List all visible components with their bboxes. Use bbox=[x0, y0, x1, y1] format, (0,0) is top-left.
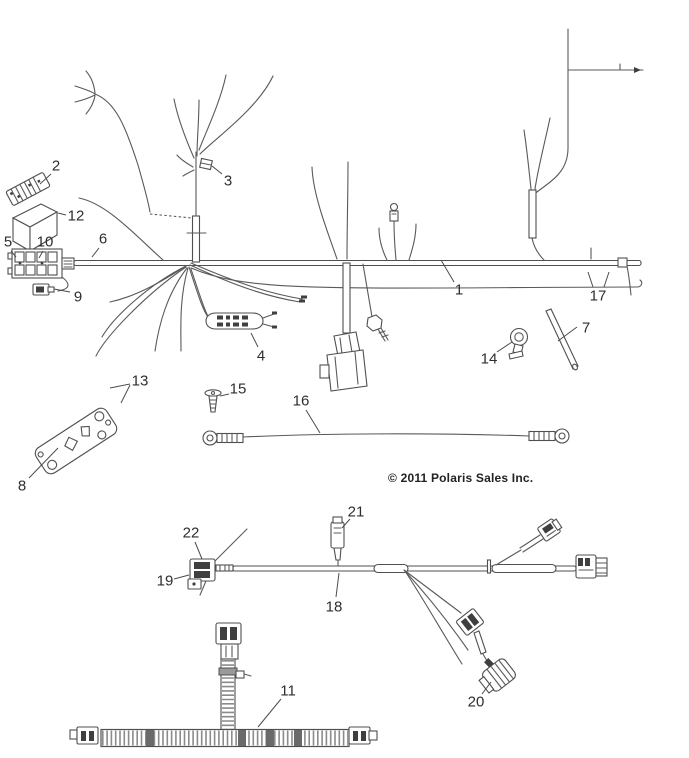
callout-leaders bbox=[10, 165, 610, 728]
branch-connectors-right bbox=[523, 16, 656, 305]
callout-leader-10 bbox=[38, 250, 44, 259]
mounting-bracket bbox=[34, 407, 118, 475]
main-trunk bbox=[73, 151, 660, 268]
part-3 bbox=[199, 157, 213, 171]
copyright-text: © 2011 Polaris Sales Inc. bbox=[388, 471, 534, 485]
callout-leader-5 bbox=[10, 250, 17, 258]
callout-leader-13 bbox=[109, 383, 131, 389]
callout-14: 14 bbox=[480, 350, 498, 368]
callout-17: 17 bbox=[589, 287, 607, 305]
callout-6: 6 bbox=[98, 230, 108, 248]
connector-left bbox=[67, 196, 164, 261]
callout-leader-14 bbox=[496, 341, 513, 353]
ring-terminal-connector bbox=[389, 202, 399, 222]
callout-leader-9 bbox=[53, 288, 71, 293]
diagonal-branch bbox=[495, 518, 563, 566]
cable-clamp bbox=[508, 327, 529, 360]
callout-leader-21 bbox=[341, 518, 351, 529]
bolt-sensor bbox=[362, 263, 389, 342]
pigtail-leads bbox=[68, 68, 193, 219]
drop-connector bbox=[319, 262, 368, 392]
callout-18: 18 bbox=[325, 598, 343, 616]
callout-22: 22 bbox=[182, 524, 200, 542]
callout-leader-13 bbox=[120, 384, 131, 404]
engine-harness bbox=[5, 16, 660, 475]
connector-20 bbox=[478, 658, 516, 694]
callout-leader-16 bbox=[305, 409, 321, 434]
callout-9: 9 bbox=[73, 288, 83, 306]
connector-9 bbox=[32, 283, 55, 296]
chassis-harness bbox=[187, 516, 608, 694]
callout-leader-20 bbox=[481, 681, 492, 695]
callout-leader-4 bbox=[250, 332, 259, 348]
label-plate bbox=[5, 172, 51, 206]
fan-branch bbox=[403, 569, 516, 694]
callout-4: 4 bbox=[256, 347, 266, 365]
callout-8: 8 bbox=[17, 477, 27, 495]
callout-leader-2 bbox=[39, 173, 52, 185]
callout-5: 5 bbox=[3, 233, 13, 251]
corrugated-harness bbox=[69, 622, 378, 748]
ground-cable bbox=[202, 428, 570, 446]
callout-leader-7 bbox=[557, 326, 578, 342]
callout-11: 11 bbox=[280, 682, 296, 700]
labeled-cable bbox=[188, 262, 307, 330]
flange-screw bbox=[204, 389, 222, 413]
component-box bbox=[11, 203, 59, 252]
callout-leader-22 bbox=[194, 541, 203, 560]
callout-leader-11 bbox=[257, 698, 282, 728]
callout-10: 10 bbox=[36, 233, 54, 251]
fuse-holder bbox=[330, 516, 345, 567]
rod bbox=[545, 308, 579, 371]
callout-16: 16 bbox=[292, 392, 310, 410]
callout-leader-8 bbox=[28, 447, 59, 479]
callout-2: 2 bbox=[51, 157, 61, 175]
long-wire bbox=[190, 267, 643, 289]
branch-connectors-mid bbox=[311, 152, 417, 261]
callout-leader-3 bbox=[211, 165, 223, 175]
callout-leader-6 bbox=[91, 247, 100, 258]
callout-leader-18 bbox=[335, 572, 340, 598]
callout-leader-15 bbox=[219, 393, 230, 397]
callout-15: 15 bbox=[229, 380, 247, 398]
callout-12: 12 bbox=[67, 207, 85, 225]
callout-leader-1 bbox=[440, 259, 455, 283]
fuse-box bbox=[7, 248, 75, 292]
callout-19: 19 bbox=[156, 572, 174, 590]
callout-leader-19 bbox=[173, 574, 190, 580]
screws bbox=[105, 384, 222, 413]
callout-7: 7 bbox=[581, 319, 591, 337]
callout-3: 3 bbox=[223, 172, 233, 190]
branch-connectors-left bbox=[172, 63, 275, 186]
callout-leader-17 bbox=[587, 271, 594, 288]
callout-21: 21 bbox=[347, 503, 365, 521]
callout-13: 13 bbox=[131, 372, 149, 390]
connector-side bbox=[99, 265, 187, 303]
connector-assembly-19-22 bbox=[187, 524, 253, 601]
callout-20: 20 bbox=[467, 693, 485, 711]
end-connector bbox=[575, 554, 608, 579]
callout-1: 1 bbox=[454, 281, 464, 299]
fan-connectors bbox=[90, 265, 189, 366]
callout-leader-12 bbox=[57, 212, 67, 216]
callout-leader-17 bbox=[603, 271, 610, 288]
